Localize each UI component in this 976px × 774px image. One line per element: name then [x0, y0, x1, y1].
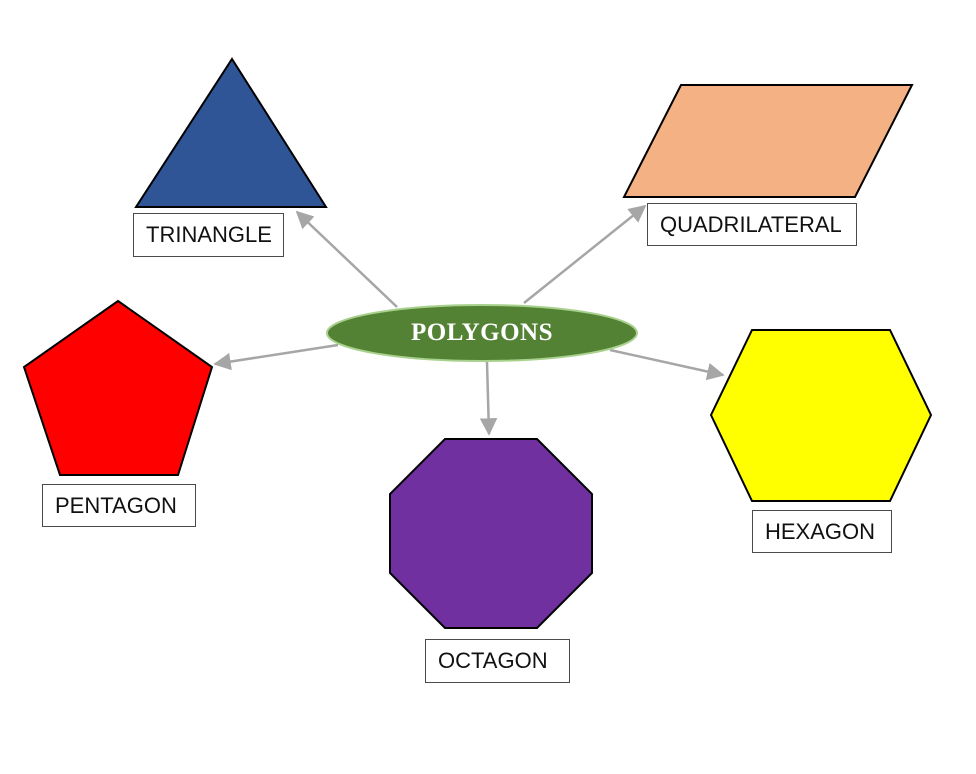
- arrow-to-triangle: [295, 210, 398, 308]
- octagon-label: OCTAGON: [425, 639, 570, 683]
- quadrilateral-shape: [622, 84, 914, 198]
- triangle-label: TRINANGLE: [133, 213, 284, 257]
- arrow-to-pentagon: [213, 343, 339, 371]
- octagon-shape: [389, 438, 593, 629]
- quadrilateral-label: QUADRILATERAL: [647, 203, 857, 246]
- pentagon-shape: [22, 299, 214, 476]
- pentagon-label: PENTAGON: [42, 484, 196, 527]
- hexagon-label: HEXAGON: [752, 510, 892, 553]
- arrow-to-quadrilateral: [523, 204, 647, 304]
- arrow-to-hexagon: [609, 348, 725, 381]
- arrow-to-octagon: [479, 361, 498, 436]
- hexagon-shape: [709, 329, 933, 502]
- center-ellipse: [326, 304, 638, 362]
- triangle-shape: [134, 57, 328, 208]
